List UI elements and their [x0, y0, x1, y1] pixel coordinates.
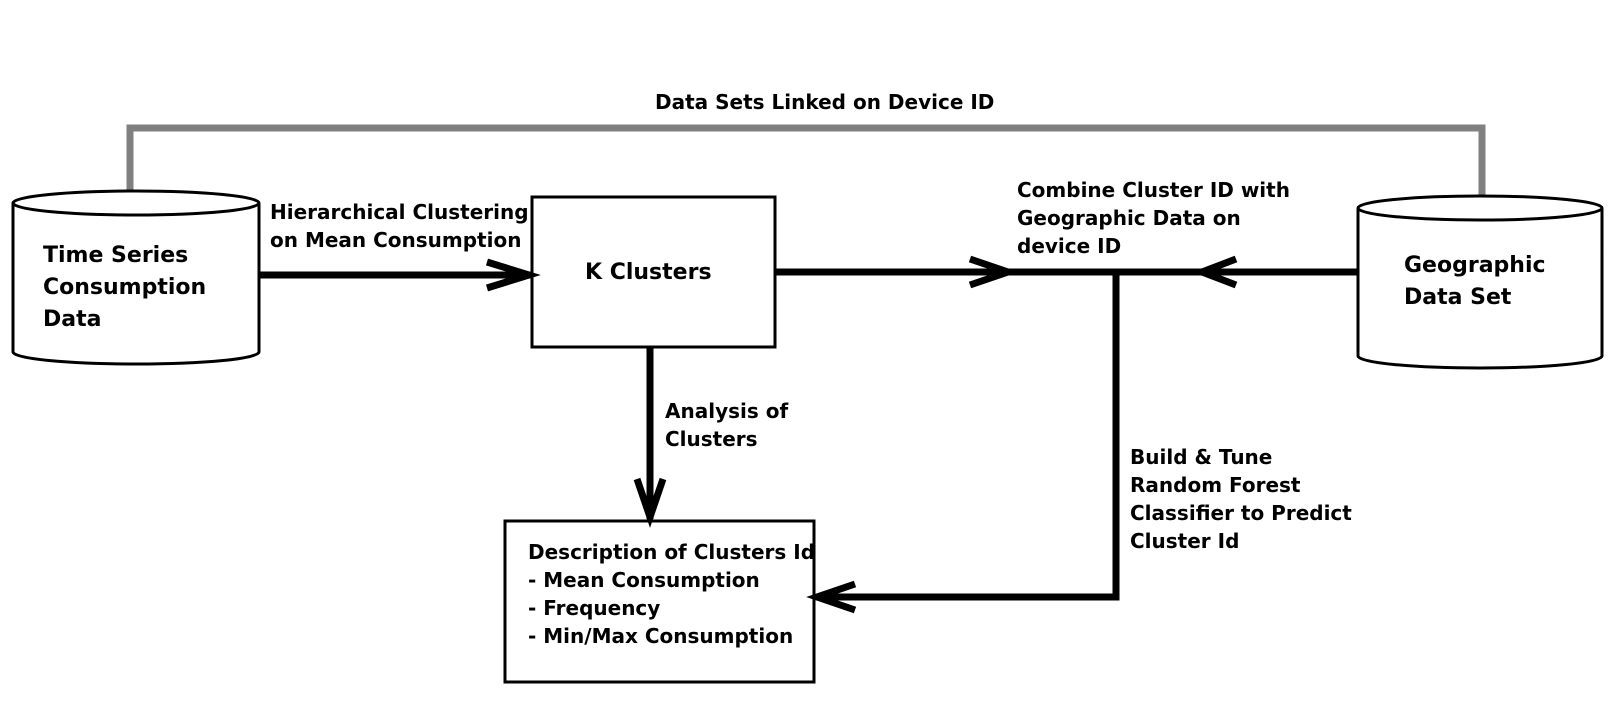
k-clusters-text: K Clusters [585, 260, 712, 285]
time-series-label-line-2: Consumption [43, 275, 207, 300]
description-line-2: - Mean Consumption [528, 568, 760, 592]
description-line-1: Description of Clusters Id [528, 540, 816, 564]
analysis-arrow [633, 347, 667, 528]
geographic-merge-arrow [1008, 255, 1358, 289]
geographic-data-cylinder [1356, 194, 1604, 370]
device-id-link-line [126, 124, 1486, 197]
random-forest-label: Build & Tune Random Forest Classifier to… [1130, 443, 1352, 555]
time-series-label-line-3: Data [43, 307, 102, 332]
geographic-label-line-2: Data Set [1404, 285, 1512, 310]
clustering-arrow [259, 258, 541, 292]
hierarchical-clustering-label: Hierarchical Clustering on Mean Consumpt… [270, 198, 529, 254]
device-id-link-text: Data Sets Linked on Device ID [655, 90, 995, 114]
random-forest-label-line-4: Cluster Id [1130, 529, 1240, 553]
combine-label-line-1: Combine Cluster ID with [1017, 178, 1290, 202]
random-forest-label-line-1: Build & Tune [1130, 445, 1273, 469]
time-series-data-label: Time Series Consumption Data [43, 240, 206, 336]
combine-label-line-3: device ID [1017, 234, 1122, 258]
analysis-label-line-1: Analysis of [665, 399, 789, 423]
time-series-data-cylinder [11, 189, 261, 366]
geographic-label-line-1: Geographic [1404, 253, 1546, 278]
hierarchical-label-line-1: Hierarchical Clustering [270, 200, 529, 224]
cluster-description-label: Description of Clusters Id - Mean Consum… [528, 538, 815, 650]
analysis-label-line-2: Clusters [665, 427, 758, 451]
geographic-data-label: Geographic Data Set [1404, 250, 1546, 314]
device-id-link-label: Data Sets Linked on Device ID [655, 88, 994, 116]
cluster-description-box [503, 519, 816, 684]
description-line-3: - Frequency [528, 596, 661, 620]
time-series-label-line-1: Time Series [43, 243, 189, 268]
combine-label-line-2: Geographic Data on [1017, 206, 1241, 230]
random-forest-arrow [806, 272, 1120, 614]
random-forest-label-line-2: Random Forest [1130, 473, 1301, 497]
k-clusters-label: K Clusters [585, 257, 712, 289]
combine-arrow [775, 255, 1019, 289]
analysis-of-clusters-label: Analysis of Clusters [665, 397, 788, 453]
hierarchical-label-line-2: on Mean Consumption [270, 228, 522, 252]
combine-cluster-label: Combine Cluster ID with Geographic Data … [1017, 176, 1290, 260]
random-forest-label-line-3: Classifier to Predict [1130, 501, 1352, 525]
description-line-4: - Min/Max Consumption [528, 624, 794, 648]
